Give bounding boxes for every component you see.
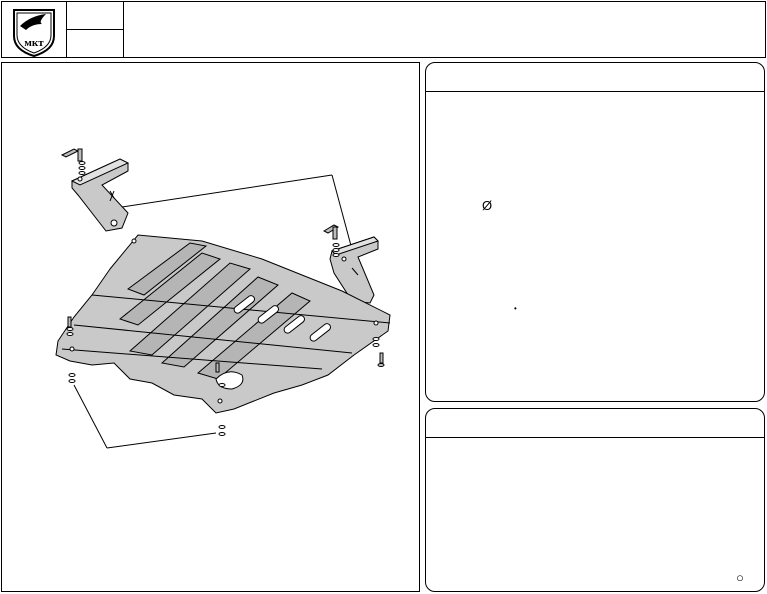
- small-mark: •: [514, 304, 517, 313]
- exploded-view-drawing: [55, 148, 391, 449]
- title-block: мкт: [1, 1, 766, 58]
- notes-panel-header-divider: [426, 437, 764, 438]
- corner-mark: ○: [736, 570, 744, 585]
- code-cell: [66, 2, 124, 57]
- left-bracket-bolts: [60, 148, 86, 175]
- info-panel-header-divider: [426, 91, 764, 92]
- company-logo: мкт: [13, 9, 55, 58]
- left-bracket: [70, 158, 130, 232]
- diameter-symbol: Ø: [482, 198, 493, 213]
- right-bracket-bolts: [322, 224, 340, 257]
- right-bracket: [329, 236, 379, 304]
- logo-cell: мкт: [2, 2, 67, 58]
- skid-plate: [55, 234, 391, 414]
- logo-text: мкт: [24, 37, 44, 49]
- drawing-panel: [1, 62, 420, 592]
- code-cell-divider: [66, 29, 123, 30]
- notes-panel: ○: [425, 408, 765, 592]
- loose-fasteners: [66, 316, 385, 436]
- info-panel: Ø •: [425, 62, 765, 402]
